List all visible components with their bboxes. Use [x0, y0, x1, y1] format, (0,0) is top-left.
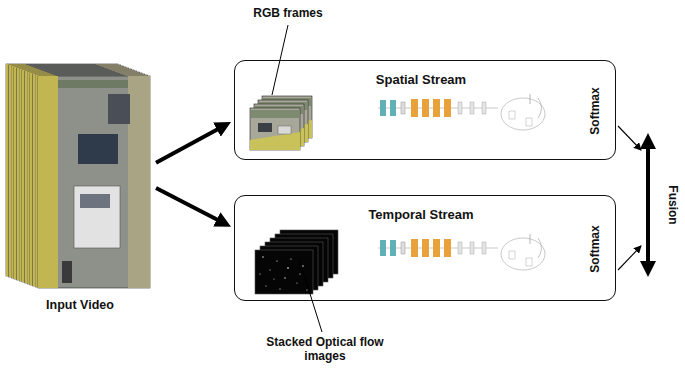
softmax-arrow: [618, 246, 641, 270]
callout-label: RGB frames: [253, 6, 322, 20]
optical-flow-stack: [255, 230, 338, 294]
network-diagram: [378, 94, 545, 130]
stream-title: Temporal Stream: [368, 207, 473, 223]
softmax-arrow: [618, 126, 641, 150]
fusion-arrow: [646, 146, 650, 264]
fusion-label: Fusion: [666, 185, 680, 224]
video-frame-stack: [38, 76, 150, 288]
video-input: Input Video: [5, 62, 155, 314]
rgb-frame-stack: [250, 108, 300, 150]
flow-arrow: [156, 188, 220, 221]
stream-box: Temporal StreamSoftmax: [234, 195, 616, 301]
callout-label: Stacked Optical flow images: [255, 335, 395, 364]
softmax-label: Softmax: [588, 225, 602, 272]
stream-title: Spatial Stream: [376, 72, 466, 88]
softmax-label: Softmax: [588, 87, 602, 134]
network-diagram: [378, 94, 545, 270]
video-label: Input Video: [46, 298, 114, 313]
video-frame-stack: [6, 64, 150, 288]
leader-line: [300, 262, 322, 332]
stream-box: Spatial StreamSoftmax: [234, 60, 616, 160]
rgb-frame-stack: [250, 96, 312, 150]
flow-arrow: [156, 128, 220, 163]
optical-flow-stack: [255, 250, 313, 294]
network-diagram: [378, 234, 545, 270]
